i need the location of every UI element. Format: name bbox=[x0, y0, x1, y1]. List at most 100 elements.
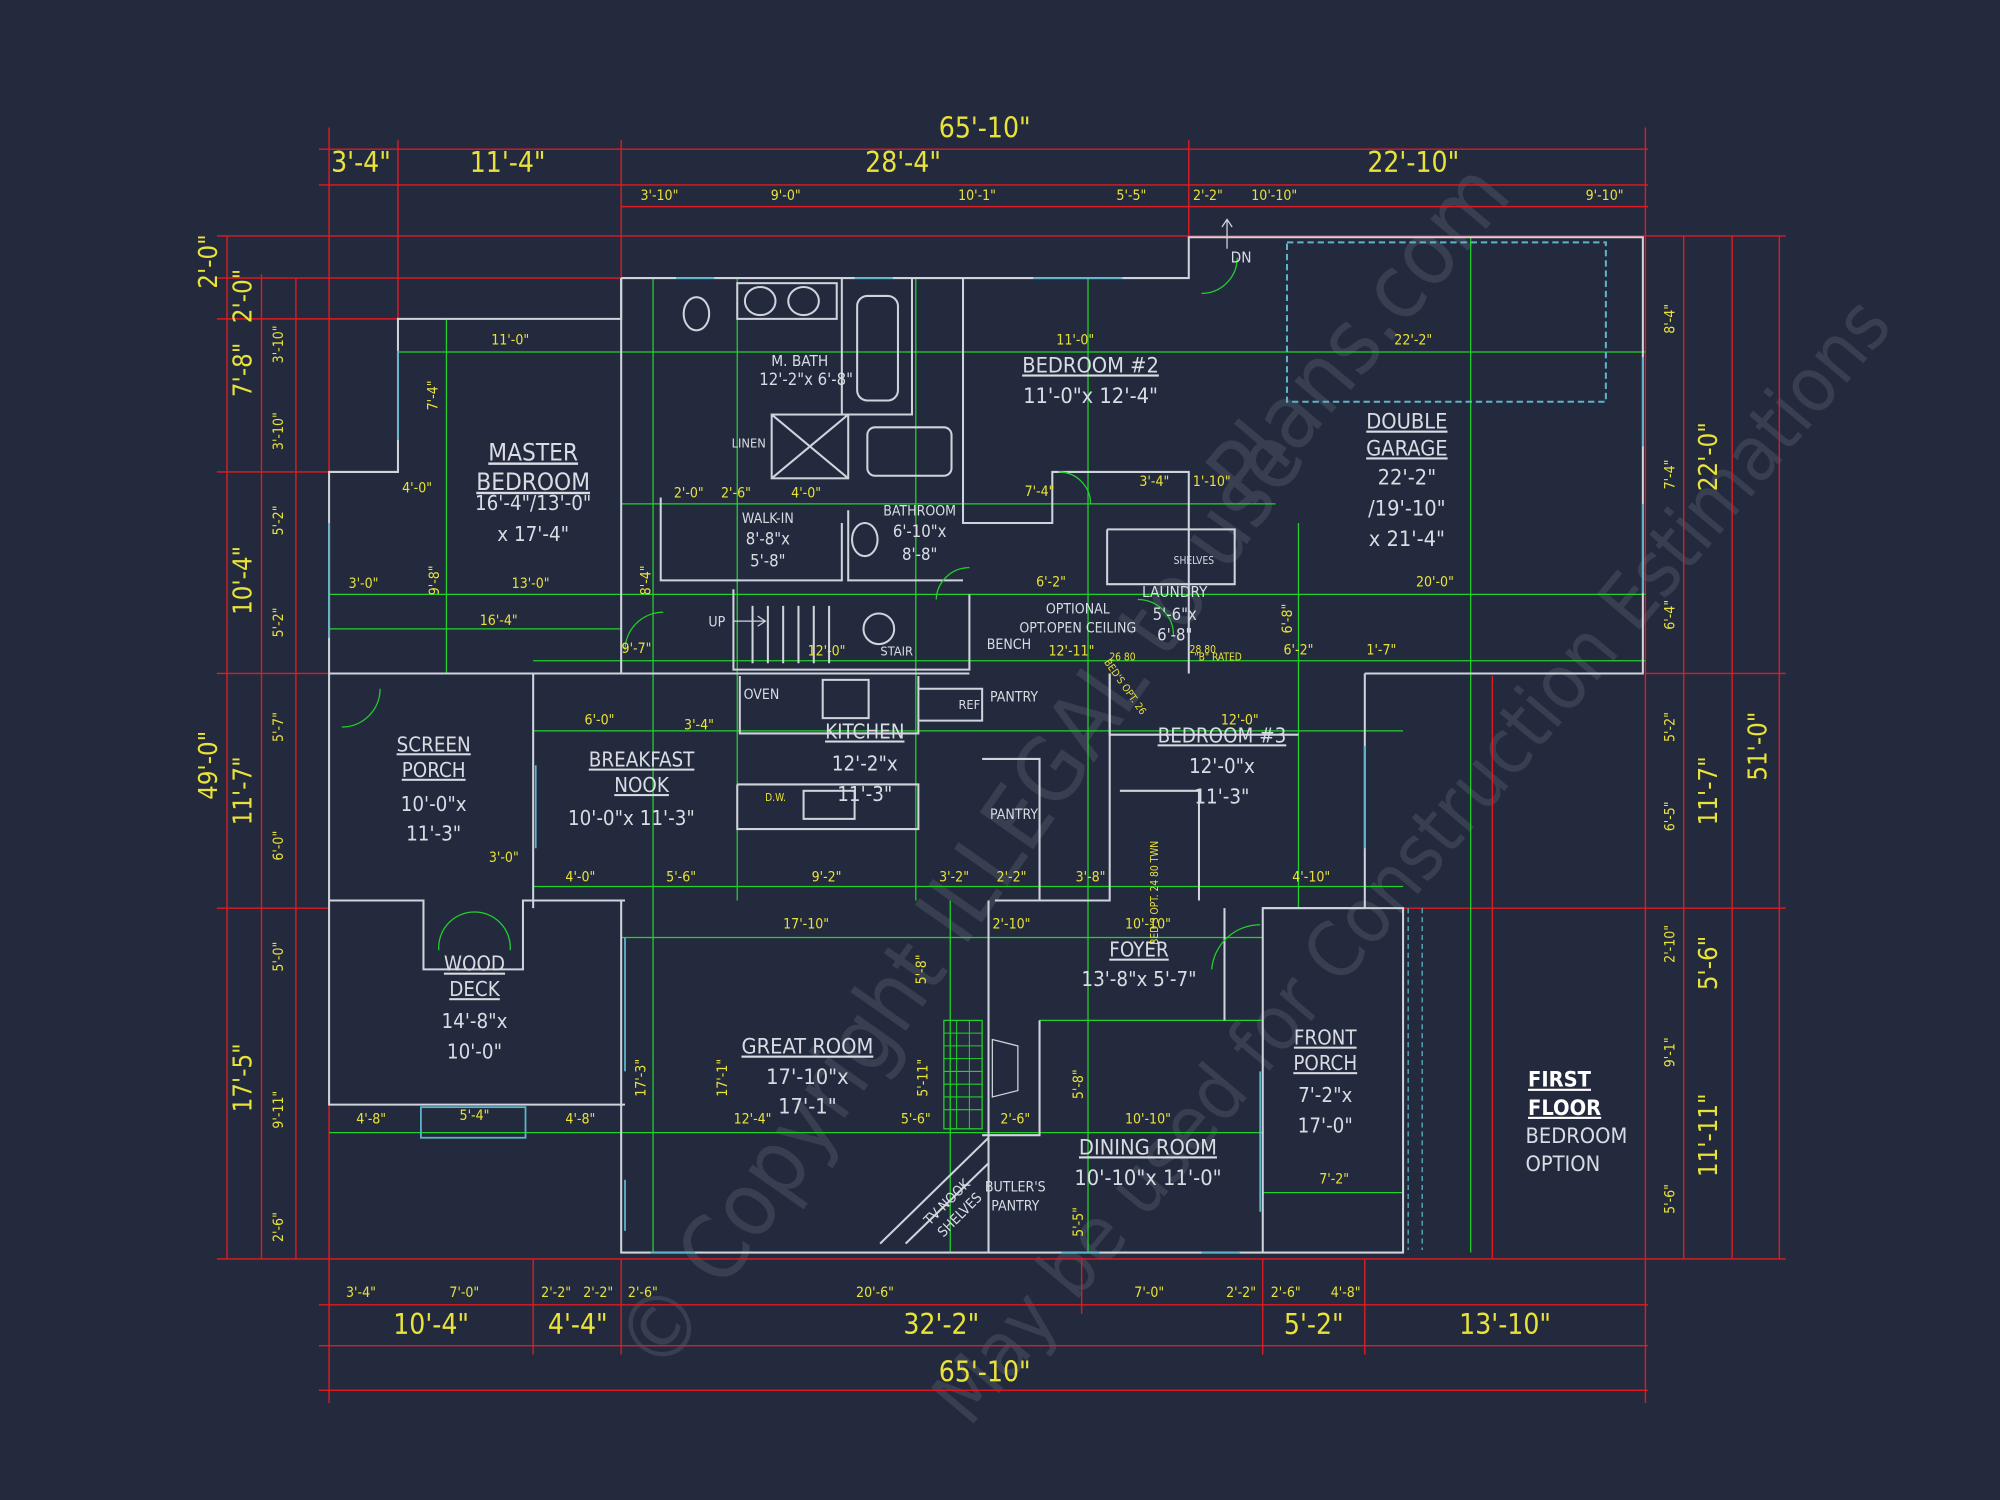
dimension-interior: 4'-0" bbox=[791, 485, 821, 501]
room-name: PANTRY bbox=[991, 1198, 1039, 1214]
dimension-interior: 3'-0" bbox=[489, 850, 519, 866]
windows bbox=[328, 277, 1644, 1254]
dimension-interior: 2'-6" bbox=[1000, 1112, 1030, 1128]
room-name: BEDROOM bbox=[476, 468, 590, 496]
dimension-top-segment: 11'-4" bbox=[470, 146, 546, 179]
dimension-interior: 16'-4" bbox=[480, 613, 518, 629]
room-size: 16'-4"/13'-0" bbox=[475, 491, 591, 515]
dimension-left-segment: 2'-0" bbox=[228, 269, 258, 323]
room-name: FRONT bbox=[1294, 1026, 1357, 1050]
dimension-left-segment: 7'-8" bbox=[228, 343, 258, 397]
room-size: x 17'-4" bbox=[497, 522, 569, 546]
plan-note: 28 80 bbox=[1190, 645, 1216, 656]
room-size: 11'-3" bbox=[406, 822, 461, 846]
stair-dn-label: DN bbox=[1231, 249, 1252, 267]
dimension-bottom-segment: 5'-2" bbox=[1284, 1308, 1344, 1341]
dimension-interior: 9'-8" bbox=[427, 565, 443, 595]
room-size: 8'-8" bbox=[902, 545, 937, 564]
dimension-bottom-segment: 13'-10" bbox=[1459, 1308, 1551, 1341]
room-name: DECK bbox=[449, 977, 501, 1001]
dimension-interior: 3'-0" bbox=[349, 576, 379, 592]
room-size: 8'-8"x bbox=[746, 530, 790, 549]
dimension-interior: 6'-2" bbox=[1036, 575, 1066, 591]
stair-up-label: UP bbox=[708, 614, 725, 630]
room-name: LINEN bbox=[732, 437, 766, 452]
dimension-left-small: 2'-6" bbox=[271, 1212, 287, 1242]
dimension-interior: 17'-3" bbox=[633, 1059, 649, 1097]
dimension-interior: 5'-8" bbox=[1071, 1069, 1087, 1099]
dimension-interior: 2'-2" bbox=[997, 869, 1027, 885]
labels: 65'-10"3'-4"11'-4"28'-4"22'-10"3'-10"9'-… bbox=[194, 112, 1774, 1389]
dimension-top-small: 9'-0" bbox=[771, 188, 801, 204]
dimension-bottom-segment: 10'-4" bbox=[393, 1308, 469, 1341]
dimension-right-small: 7'-4" bbox=[1663, 460, 1679, 490]
title-block-line3: BEDROOM bbox=[1526, 1124, 1628, 1149]
dimension-interior: 17'-1" bbox=[715, 1059, 731, 1097]
dimension-interior: 6'-8" bbox=[1280, 604, 1296, 634]
room-name: SCREEN bbox=[397, 732, 471, 756]
room-size: 17'-0" bbox=[1298, 1114, 1353, 1138]
room-size: 17'-10"x bbox=[766, 1065, 848, 1090]
dimension-interior: 4'-0" bbox=[402, 480, 432, 496]
room-size: 10'-0"x 11'-3" bbox=[568, 806, 695, 830]
room-name: OPTIONAL bbox=[1046, 602, 1110, 618]
dimension-bottom-small: 2'-2" bbox=[541, 1285, 571, 1301]
plan-note: "B" RATED bbox=[1194, 653, 1242, 664]
dimension-right-small: 6'-4" bbox=[1663, 600, 1679, 630]
dimension-bottom-segment: 4'-4" bbox=[548, 1308, 608, 1341]
room-size: 11'-3" bbox=[1194, 785, 1249, 809]
dimension-left-small: 5'-2" bbox=[271, 505, 287, 535]
dimension-interior: 1'-10" bbox=[1193, 474, 1231, 490]
dimension-right-small: 6'-5" bbox=[1663, 801, 1679, 831]
dimension-interior: 10'-10" bbox=[1125, 1112, 1171, 1128]
dimension-right-small: 9'-1" bbox=[1663, 1037, 1679, 1067]
room-name: REF bbox=[958, 698, 980, 713]
dimension-right-small: 5'-2" bbox=[1663, 712, 1679, 742]
room-name: KITCHEN bbox=[825, 720, 904, 744]
dimension-interior: 11'-0" bbox=[491, 332, 529, 348]
room-size: 12'-0"x bbox=[1189, 754, 1255, 778]
room-name: M. BATH bbox=[771, 352, 828, 370]
dimension-interior: 5'-6" bbox=[901, 1112, 931, 1128]
room-name: GARAGE bbox=[1366, 436, 1448, 461]
dimension-interior: 9'-7" bbox=[622, 641, 652, 657]
dimension-left-overall: 2'-0" bbox=[194, 234, 224, 288]
dimension-top-overall: 65'-10" bbox=[939, 112, 1031, 145]
dimension-top-segment: 3'-4" bbox=[331, 146, 391, 179]
fireplace bbox=[943, 1019, 1019, 1130]
room-name: DINING ROOM bbox=[1079, 1135, 1217, 1160]
dimension-interior: 3'-4" bbox=[1139, 474, 1169, 490]
room-name: GREAT ROOM bbox=[742, 1035, 874, 1060]
dimension-right-small: 2'-10" bbox=[1663, 925, 1679, 963]
dimension-interior: 11'-0" bbox=[1056, 332, 1094, 348]
room-size: 14'-8"x bbox=[442, 1009, 508, 1033]
dimension-bottom-overall: 65'-10" bbox=[939, 1355, 1031, 1388]
room-name: MASTER bbox=[488, 438, 578, 466]
dimension-bottom-small: 4'-8" bbox=[1331, 1285, 1361, 1301]
room-size: 5'-8" bbox=[750, 551, 785, 570]
dimension-right-segment: 11'-11" bbox=[1694, 1093, 1724, 1176]
dimension-interior: 10'-10" bbox=[1125, 917, 1171, 933]
dimension-interior: 4'-8" bbox=[565, 1112, 595, 1128]
dimension-left-small: 5'-2" bbox=[271, 608, 287, 638]
room-size: 6'-8" bbox=[1157, 625, 1192, 644]
dimension-left-segment: 17'-5" bbox=[228, 1043, 258, 1112]
dimension-left-overall: 49'-0" bbox=[194, 731, 224, 800]
dimension-right-small: 8'-4" bbox=[1663, 304, 1679, 334]
room-size: 11'-3" bbox=[837, 782, 892, 806]
dimension-bottom-small: 7'-0" bbox=[1134, 1285, 1164, 1301]
room-size: 22'-2" bbox=[1378, 466, 1437, 491]
dimension-interior: 8'-4" bbox=[639, 565, 655, 595]
room-name: BEDROOM #3 bbox=[1158, 723, 1287, 747]
room-size: 5'-6"x bbox=[1153, 605, 1197, 624]
room-size: x 21'-4" bbox=[1369, 527, 1445, 552]
dimension-interior: 13'-0" bbox=[512, 576, 550, 592]
dimension-interior: 7'-4" bbox=[1025, 484, 1055, 500]
dimension-interior: 5'-8" bbox=[914, 954, 930, 984]
room-name: BEDROOM #2 bbox=[1022, 353, 1159, 378]
dimension-interior: 2'-6" bbox=[721, 485, 751, 501]
dimension-bottom-small: 2'-6" bbox=[628, 1285, 658, 1301]
dimension-interior: 20'-0" bbox=[1416, 575, 1454, 591]
dimension-interior: 12'-4" bbox=[734, 1112, 772, 1128]
